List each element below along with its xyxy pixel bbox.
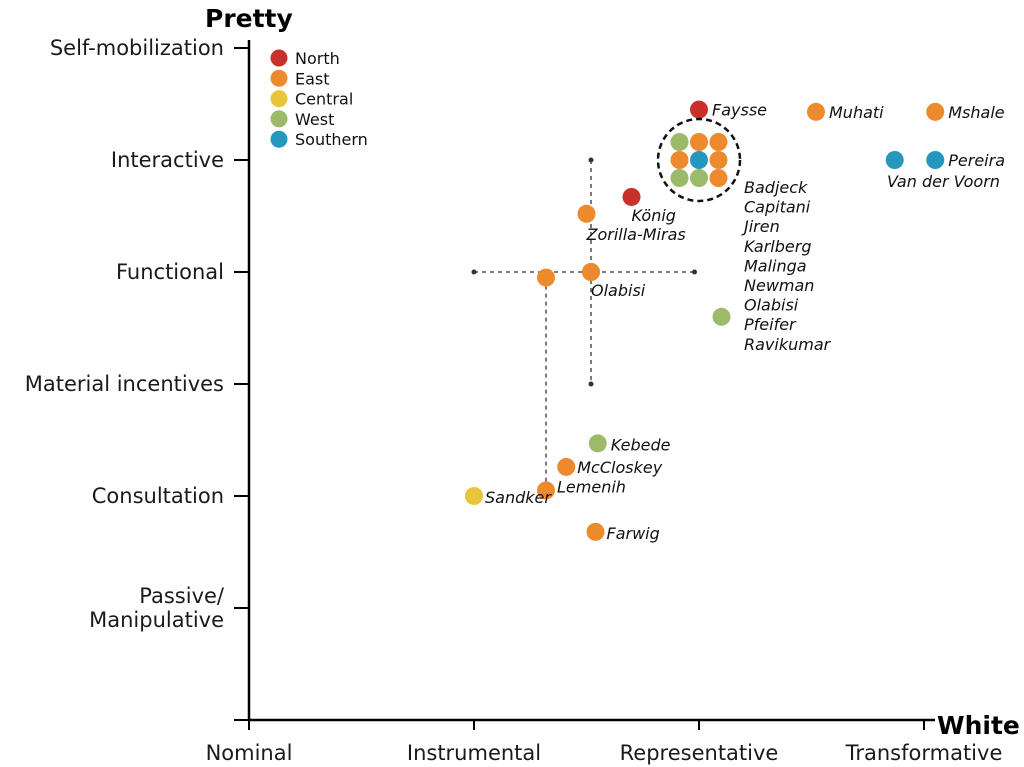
point-label: Mshale [948, 103, 1005, 122]
cluster-point [670, 169, 689, 187]
point-label: Faysse [712, 101, 767, 120]
x-tick-label: Representative [620, 741, 779, 765]
y-tick-label: Interactive [111, 148, 224, 172]
cluster-label: Capitani [744, 198, 811, 217]
data-point [557, 457, 576, 476]
labels-layer: Faysse Muhati MshalePereiraKönigZorilla-Mi… [485, 101, 1005, 543]
cluster-point [690, 169, 708, 187]
error-bar-end [588, 157, 594, 163]
data-point [690, 100, 708, 119]
cluster-label: Ravikumar [744, 335, 832, 354]
error-bar-end [471, 269, 477, 275]
cluster-point [709, 169, 728, 187]
cluster-point [690, 151, 708, 169]
points-layer [465, 100, 945, 541]
data-point [582, 263, 600, 281]
cluster-label: Karlberg [744, 237, 811, 256]
cluster-label: Olabisi [744, 296, 799, 315]
data-point [537, 268, 555, 287]
point-label: McCloskey [577, 458, 662, 477]
legend-swatch [270, 49, 288, 67]
cluster-label: Pfeifer [744, 315, 797, 334]
x-tick-label: Instrumental [407, 741, 541, 765]
x-tick-label: Transformative [845, 741, 1003, 765]
data-point [577, 204, 596, 223]
data-point [926, 151, 945, 169]
point-label: Kebede [611, 435, 671, 454]
legend-label: Southern [295, 130, 368, 149]
cluster-ring [656, 117, 742, 203]
cluster-point [670, 151, 689, 169]
cluster-point [670, 133, 689, 151]
legend-label: West [295, 110, 334, 129]
x-tick-label: Nominal [206, 741, 293, 765]
y-tick-label: Self-mobilization [50, 36, 224, 60]
legend-label: East [295, 69, 330, 88]
cluster-label: Malinga [744, 256, 807, 275]
y-tick-label: Functional [116, 260, 224, 284]
legend-label: Central [295, 90, 353, 109]
legend-swatch [270, 130, 288, 148]
cluster-point [709, 151, 728, 169]
point-label: Zorilla-Miras [586, 225, 686, 244]
x-axis-title: White [937, 711, 1020, 740]
point-label: Van der Voorn [887, 172, 1000, 191]
point-label: Olabisi [591, 281, 646, 300]
y-tick-label: Passive/Manipulative [89, 584, 225, 632]
data-point [926, 102, 945, 121]
cluster-label: Jiren [741, 217, 780, 236]
data-point [588, 434, 607, 453]
point-label: Muhati [829, 103, 884, 122]
data-point [586, 522, 605, 541]
error-bar-end [692, 269, 697, 275]
data-point [885, 151, 904, 169]
error-bar-end [588, 381, 594, 387]
cluster-label: Badjeck [744, 178, 808, 197]
point-label: Farwig [607, 524, 660, 543]
point-label: Pereira [948, 151, 1005, 170]
data-point [465, 487, 483, 505]
legend-swatch [270, 90, 288, 108]
cluster-point [709, 133, 728, 151]
cluster-label: Newman [744, 276, 814, 295]
point-label: Lemenih [557, 477, 626, 496]
data-point [712, 307, 731, 326]
point-label: Sandker [485, 488, 552, 507]
cluster-point [690, 133, 708, 151]
legend-swatch [270, 69, 288, 87]
y-tick-label: Consultation [92, 484, 224, 508]
data-point [622, 187, 641, 206]
y-tick-label: Material incentives [25, 372, 224, 396]
point-label: König [632, 206, 676, 225]
data-point [537, 481, 555, 500]
data-point [807, 102, 825, 121]
y-axis-title: Pretty [205, 4, 293, 33]
legend-label: North [295, 49, 340, 68]
legend-swatch [270, 110, 288, 128]
